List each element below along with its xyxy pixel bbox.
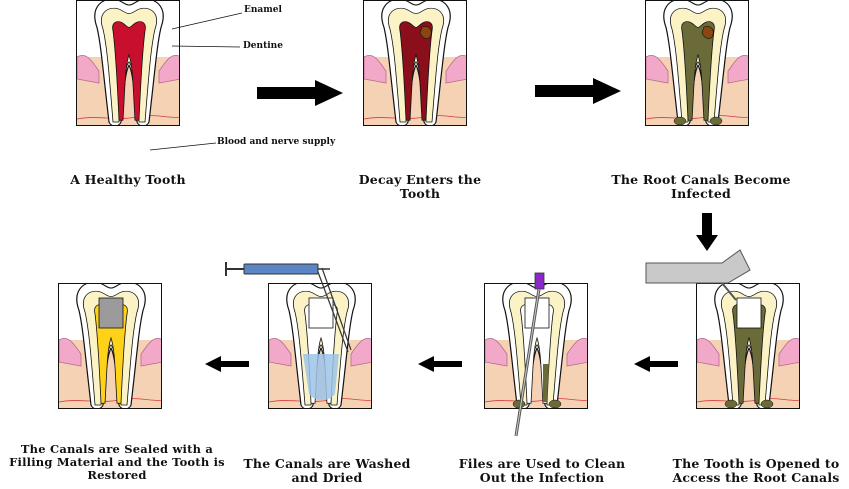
gum-right <box>140 338 161 367</box>
gum-left <box>59 338 82 367</box>
access-opening <box>308 297 334 329</box>
gum-right <box>727 55 748 84</box>
step-panel-4 <box>696 283 800 409</box>
access-opening <box>736 297 762 329</box>
dentine-label: Dentine <box>243 41 283 51</box>
tooth-illustration <box>646 1 748 125</box>
abscess-left <box>673 116 687 125</box>
gum-right <box>566 338 587 367</box>
step-caption-3: The Root Canals Become Infected <box>611 172 791 201</box>
step-panel-1 <box>76 0 180 126</box>
arrow-left-icon <box>205 356 249 372</box>
gum-left <box>364 55 387 84</box>
step-panel-3 <box>645 0 749 126</box>
tooth-illustration <box>364 1 466 125</box>
access-opening <box>524 297 550 329</box>
step-panel-6 <box>268 283 372 409</box>
abscess-left <box>512 399 526 408</box>
step-caption-6: The Canals are Washed and Dried <box>243 456 411 485</box>
arrow-left-icon <box>418 356 462 372</box>
tooth-illustration <box>697 284 799 408</box>
remaining-infection <box>543 364 549 402</box>
abscess-right <box>548 399 562 408</box>
step-caption-4: The Tooth is Opened to Access the Root C… <box>672 456 840 485</box>
step-panel-7 <box>58 283 162 409</box>
tooth-illustration <box>269 284 371 408</box>
abscess-right <box>760 399 774 408</box>
syringe-barrel <box>243 263 319 275</box>
tooth-illustration <box>485 284 587 408</box>
tooth-pulp <box>681 21 715 121</box>
wash-fluid <box>303 354 339 400</box>
step-caption-2: Decay Enters the Tooth <box>358 172 482 201</box>
decay-spot <box>419 26 432 39</box>
gum-left <box>646 55 669 84</box>
gum-right <box>445 55 466 84</box>
step-caption-5: Files are Used to Clean Out the Infectio… <box>458 456 626 485</box>
gum-left <box>269 338 292 367</box>
gum-left <box>77 55 100 84</box>
tooth-illustration <box>59 284 161 408</box>
gum-left <box>697 338 720 367</box>
gum-right <box>158 55 179 84</box>
tooth-illustration <box>77 1 179 125</box>
step-caption-1: A Healthy Tooth <box>70 172 186 187</box>
blood-nerve-label: Blood and nerve supply <box>217 137 336 147</box>
access-opening <box>98 297 124 329</box>
step-caption-7: The Canals are Sealed with a Filling Mat… <box>9 442 225 482</box>
arrow-right-icon <box>257 80 343 106</box>
step-panel-2 <box>363 0 467 126</box>
step-panel-5 <box>484 283 588 409</box>
arrow-down-icon <box>696 213 718 251</box>
enamel-label: Enamel <box>244 5 282 15</box>
tooth-pulp <box>112 21 146 121</box>
arrow-left-icon <box>634 356 678 372</box>
gum-right <box>778 338 799 367</box>
gum-left <box>485 338 508 367</box>
gum-right <box>350 338 371 367</box>
abscess-left <box>724 399 738 408</box>
decay-spot <box>701 26 714 39</box>
arrow-right-icon <box>535 78 621 104</box>
abscess-right <box>709 116 723 125</box>
tooth-pulp <box>399 21 433 121</box>
